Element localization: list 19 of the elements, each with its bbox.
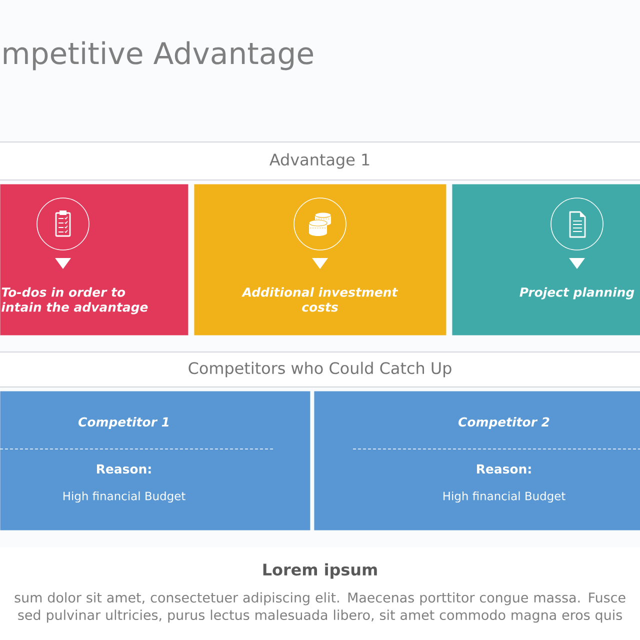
card bbox=[452, 184, 640, 336]
card-label: Additional investment costs bbox=[242, 287, 398, 312]
card-text: High financial Budget bbox=[444, 491, 566, 503]
paragraph: sum dolor sit amet, consectetuer adipiscing elit. Maecenas porttitor congue massa. Fusce sed pulvinar ultricies, purus lectus malesuada libero, sit amet commodo magna eros quis bbox=[14, 592, 626, 623]
card bbox=[194, 184, 446, 336]
card-heading: Competitor 2 bbox=[458, 416, 550, 430]
card-label: Project planning bbox=[520, 287, 634, 300]
heading: Lorem ipsum bbox=[263, 563, 377, 579]
title: mpetitive Advantage bbox=[4, 41, 313, 70]
header-band: Competitors who Could Catch Up bbox=[0, 352, 640, 388]
card-subheading: Reason: bbox=[97, 464, 151, 474]
card bbox=[0, 184, 188, 336]
card-subheading: Reason: bbox=[477, 464, 531, 474]
card bbox=[0, 391, 310, 530]
card bbox=[314, 391, 640, 530]
card-label: To-dos in order to intain the advantage bbox=[2, 287, 148, 314]
header-band: Advantage 1 bbox=[0, 142, 640, 180]
card-text: High financial Budget bbox=[64, 491, 186, 503]
card-heading: Competitor 1 bbox=[78, 416, 168, 430]
